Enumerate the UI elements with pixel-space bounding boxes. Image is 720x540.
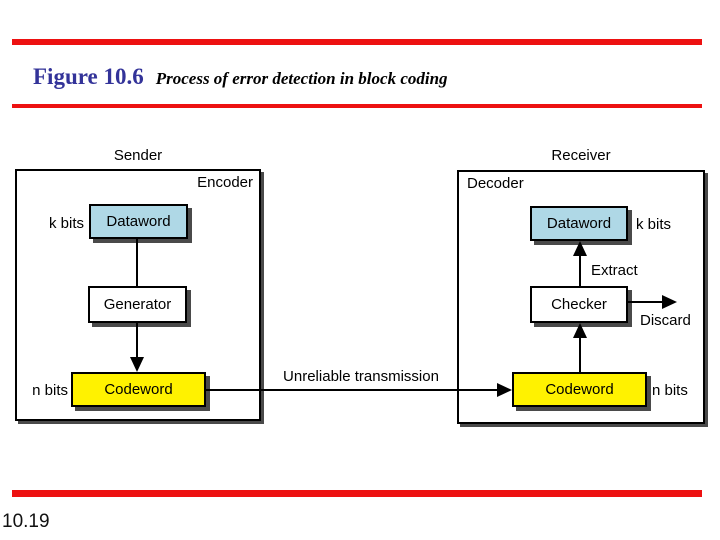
- codeword-box-receiver-label: Codeword: [545, 381, 614, 398]
- bottom-rule: [12, 490, 702, 497]
- generator-box: Generator: [88, 286, 187, 323]
- checker-arrowhead-up-icon: [573, 323, 587, 338]
- codeword-box-sender: Codeword: [71, 372, 206, 407]
- receiver-title: Receiver: [551, 147, 611, 164]
- arrow-checker-dataword: [579, 255, 581, 286]
- connector-dataword-generator: [136, 239, 138, 286]
- channel-line: [206, 389, 500, 391]
- arrow-generator-codeword: [136, 323, 138, 357]
- channel-arrowhead-right-icon: [497, 383, 512, 397]
- checker-box: Checker: [530, 286, 628, 323]
- sender-title: Sender: [113, 147, 163, 164]
- extract-arrowhead-up-icon: [573, 241, 587, 256]
- sender-box: Encoder: [15, 169, 261, 421]
- receiver-box: Decoder: [457, 170, 705, 424]
- discard-arrow: [628, 301, 662, 303]
- n-bits-label-sender: n bits: [32, 382, 68, 399]
- discard-arrowhead-right-icon: [662, 295, 677, 309]
- mid-rule: [12, 104, 702, 108]
- n-bits-label-receiver: n bits: [652, 382, 688, 399]
- generator-box-label: Generator: [103, 296, 172, 313]
- encoder-label: Encoder: [197, 174, 253, 191]
- dataword-box-receiver: Dataword: [530, 206, 628, 241]
- discard-label: Discard: [640, 312, 691, 329]
- codeword-box-receiver: Codeword: [512, 372, 647, 407]
- arrowhead-down-icon: [130, 357, 144, 372]
- k-bits-label-receiver: k bits: [636, 216, 672, 233]
- codeword-box-sender-label: Codeword: [104, 381, 173, 398]
- k-bits-label-sender: k bits: [48, 215, 84, 232]
- dataword-box-receiver-label: Dataword: [546, 215, 612, 232]
- figure-title-row: Figure 10.6 Process of error detection in…: [33, 64, 448, 90]
- checker-box-label: Checker: [551, 296, 607, 313]
- extract-label: Extract: [591, 262, 638, 279]
- dataword-box-sender: Dataword: [89, 204, 188, 239]
- dataword-box-sender-label: Dataword: [106, 213, 171, 230]
- page-number: 10.19: [2, 511, 50, 532]
- arrow-codeword-checker: [579, 337, 581, 372]
- figure-caption: Process of error detection in block codi…: [155, 69, 448, 88]
- top-rule: [12, 39, 702, 45]
- figure-label: Figure 10.6: [33, 64, 144, 89]
- decoder-label: Decoder: [467, 175, 524, 192]
- channel-label: Unreliable transmission: [283, 368, 439, 385]
